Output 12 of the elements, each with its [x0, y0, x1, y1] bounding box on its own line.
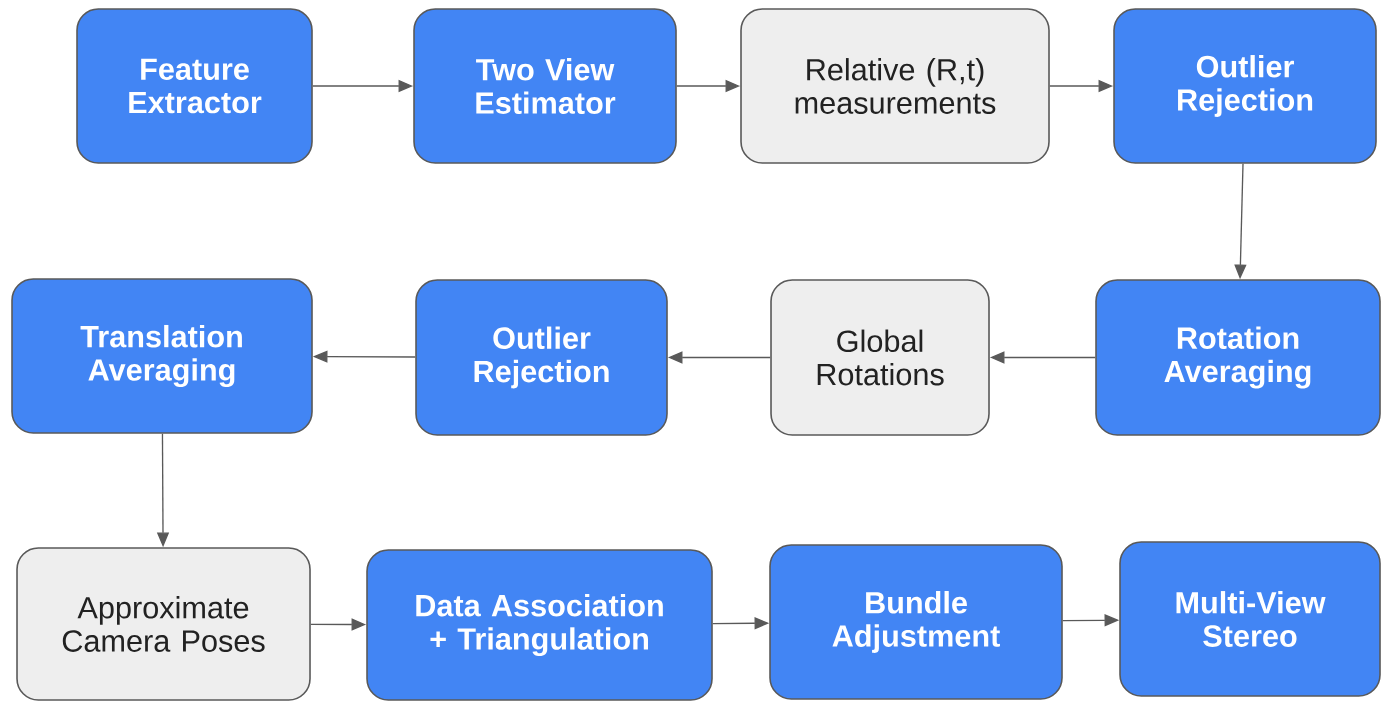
data-box: Approximate Camera Poses: [16, 547, 311, 701]
process-box: Outlier Rejection: [1113, 8, 1377, 164]
process-box: Translation Averaging: [11, 278, 313, 434]
process-box: Bundle Adjustment: [769, 544, 1063, 700]
process-box: Two View Estimator: [413, 8, 677, 164]
process-box: Outlier Rejection: [415, 279, 668, 436]
process-box: Data Association + Triangulation: [366, 549, 713, 701]
process-box: Multi-View Stereo: [1119, 541, 1381, 697]
process-box: Feature Extractor: [76, 8, 313, 164]
process-box: Rotation Averaging: [1095, 279, 1381, 436]
data-box: Global Rotations: [770, 279, 990, 436]
data-box: Relative (R,t) measurements: [740, 8, 1050, 164]
